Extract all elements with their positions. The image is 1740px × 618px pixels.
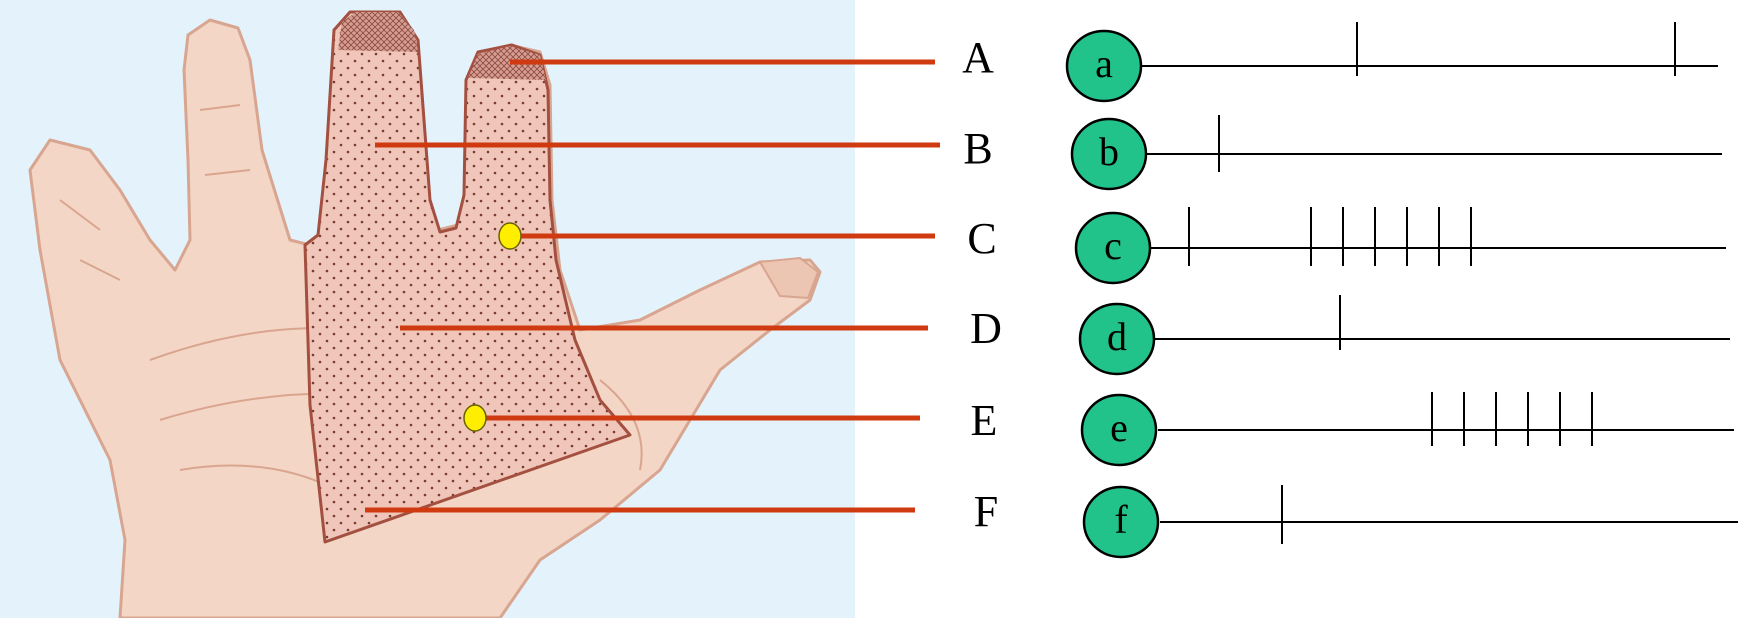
trace-row-a: a <box>1065 22 1718 103</box>
trace-label-b: b <box>1099 129 1119 174</box>
trace-badge-a <box>1065 29 1143 103</box>
trace-label-c: c <box>1104 223 1122 268</box>
fingertip-zone-middle <box>338 12 418 52</box>
hand-label-e: E <box>971 396 998 445</box>
trace-badge-f <box>1082 485 1160 559</box>
trace-badge-c <box>1074 211 1152 285</box>
trace-row-f: f <box>1082 485 1738 559</box>
trace-row-e: e <box>1080 392 1734 467</box>
trace-badge-d <box>1078 302 1156 376</box>
trace-label-f: f <box>1114 497 1128 542</box>
trace-badge-e <box>1080 393 1158 467</box>
finger-crease <box>204 169 251 176</box>
spike-traces: ab c d e f <box>1065 22 1738 559</box>
marker-dots <box>463 222 522 432</box>
trace-label-d: d <box>1107 314 1127 359</box>
trace-row-d: d <box>1078 295 1730 376</box>
hand-label-c: C <box>967 214 996 263</box>
fingertip-zone-index <box>468 46 546 80</box>
stimulus-dot-e <box>463 404 487 432</box>
hand-label-f: F <box>974 487 998 536</box>
hand-label-a: A <box>962 33 994 82</box>
finger-crease <box>79 259 121 281</box>
finger-crease <box>199 104 241 111</box>
trace-label-e: e <box>1110 405 1128 450</box>
trace-row-c: c <box>1074 207 1726 285</box>
stimulus-dot-c <box>498 222 522 250</box>
trace-badge-b <box>1070 117 1148 191</box>
trace-row-b: b <box>1070 115 1722 191</box>
palm-crease <box>599 379 643 471</box>
hand-label-b: B <box>963 124 992 173</box>
finger-crease <box>59 199 101 231</box>
trace-label-a: a <box>1095 41 1113 86</box>
hand-label-d: D <box>970 304 1002 353</box>
pointer-lines <box>365 59 940 513</box>
thumbnail-shape <box>758 256 820 300</box>
